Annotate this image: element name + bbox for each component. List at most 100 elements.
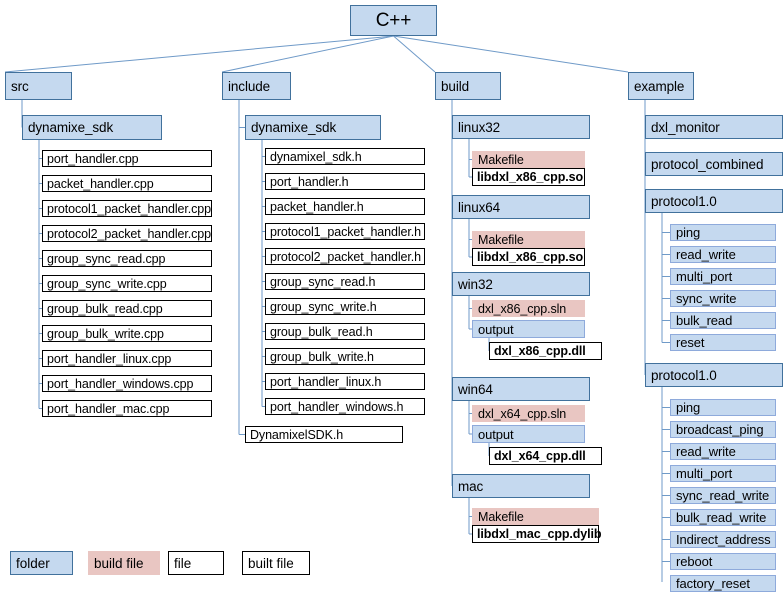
node-src-dynamixe-sdk[interactable]: dynamixe_sdk [22,115,162,140]
node-example-indirect-address[interactable]: Indirect_address [670,531,776,548]
node-example-read-write[interactable]: read_write [670,246,776,263]
node-build-makefile[interactable]: Makefile [472,151,585,168]
node-build-win64[interactable]: win64 [452,377,590,401]
node-build-dxl-x64-cpp-sln[interactable]: dxl_x64_cpp.sln [472,405,585,422]
node-label: dynamixe_sdk [28,120,114,135]
node-build-win32[interactable]: win32 [452,272,590,296]
node-example-protocol1-0[interactable]: protocol1.0 [645,363,783,387]
node-build-libdxl-x86-cpp-so[interactable]: libdxl_x86_cpp.so [472,168,585,186]
node-example-broadcast-ping[interactable]: broadcast_ping [670,421,776,438]
node-label: libdxl_x86_cpp.so [477,250,583,264]
node-include-port-handler-h[interactable]: port_handler.h [265,173,425,190]
node-src-group-sync-write-cpp[interactable]: group_sync_write.cpp [42,275,212,292]
node-example-dxl-monitor[interactable]: dxl_monitor [645,115,783,139]
node-include-port-handler-linux-h[interactable]: port_handler_linux.h [265,373,425,390]
node-example-read-write[interactable]: read_write [670,443,776,460]
node-build-linux64[interactable]: linux64 [452,195,590,219]
node-src-packet-handler-cpp[interactable]: packet_handler.cpp [42,175,212,192]
node-label: protocol2_packet_handler.cpp [47,226,211,241]
node-build-makefile[interactable]: Makefile [472,508,599,525]
node-build-dxl-x64-cpp-dll[interactable]: dxl_x64_cpp.dll [489,447,602,465]
branch-build[interactable]: build [435,72,501,100]
node-example-bulk-read-write[interactable]: bulk_read_write [670,509,776,526]
node-example-ping[interactable]: ping [670,399,776,416]
node-label: bulk_read_write [676,510,767,525]
node-label: Makefile [478,232,524,247]
node-label: linux32 [458,119,501,135]
node-include-dynamixel-sdk-h[interactable]: dynamixel_sdk.h [265,148,425,165]
node-example-multi-port[interactable]: multi_port [670,268,776,285]
node-example-protocol1-0[interactable]: protocol1.0 [645,189,783,213]
node-label: protocol_combined [651,156,764,172]
node-example-sync-read-write[interactable]: sync_read_write [670,487,776,504]
node-include-dynamixelsdk-h[interactable]: DynamixelSDK.h [245,426,403,443]
node-label: multi_port [676,466,733,481]
node-include-group-sync-write-h[interactable]: group_sync_write.h [265,298,425,315]
node-include-port-handler-windows-h[interactable]: port_handler_windows.h [265,398,425,415]
node-src-port-handler-mac-cpp[interactable]: port_handler_mac.cpp [42,400,212,417]
node-src-protocol1-packet-handler-cpp[interactable]: protocol1_packet_handler.cpp [42,200,212,217]
node-label: multi_port [676,269,733,284]
node-src-group-sync-read-cpp[interactable]: group_sync_read.cpp [42,250,212,267]
node-build-libdxl-x86-cpp-so[interactable]: libdxl_x86_cpp.so [472,248,585,266]
legend-file: file [168,551,224,575]
node-example-protocol-combined[interactable]: protocol_combined [645,152,783,176]
node-label: read_write [676,444,736,459]
node-include-packet-handler-h[interactable]: packet_handler.h [265,198,425,215]
node-example-reboot[interactable]: reboot [670,553,776,570]
node-label: output [478,321,514,337]
legend-label: build file [94,555,144,571]
node-label: protocol2_packet_handler.h [270,249,421,264]
node-label: protocol1_packet_handler.h [270,224,421,239]
node-label: dynamixel_sdk.h [270,149,362,164]
node-label: reboot [676,554,713,569]
node-build-makefile[interactable]: Makefile [472,231,585,248]
node-label: packet_handler.h [270,199,364,214]
root-label: C++ [375,9,412,31]
node-example-multi-port[interactable]: multi_port [670,465,776,482]
node-src-protocol2-packet-handler-cpp[interactable]: protocol2_packet_handler.cpp [42,225,212,242]
node-label: reset [676,335,705,350]
node-label: libdxl_mac_cpp.dylib [477,527,602,541]
node-label: build [441,78,470,94]
node-label: example [634,78,685,94]
node-build-dxl-x86-cpp-sln[interactable]: dxl_x86_cpp.sln [472,300,585,317]
node-label: src [11,78,29,94]
branch-src[interactable]: src [5,72,72,100]
node-build-mac[interactable]: mac [452,474,590,498]
node-include-group-sync-read-h[interactable]: group_sync_read.h [265,273,425,290]
node-include-protocol1-packet-handler-h[interactable]: protocol1_packet_handler.h [265,223,425,240]
root-node-cpp[interactable]: C++ [350,5,437,36]
branch-include[interactable]: include [222,72,291,100]
node-include-group-bulk-read-h[interactable]: group_bulk_read.h [265,323,425,340]
node-example-reset[interactable]: reset [670,334,776,351]
node-build-output[interactable]: output [472,425,585,443]
node-label: port_handler.h [270,174,349,189]
node-build-dxl-x86-cpp-dll[interactable]: dxl_x86_cpp.dll [489,342,602,360]
node-build-output[interactable]: output [472,320,585,338]
node-build-libdxl-mac-cpp-dylib[interactable]: libdxl_mac_cpp.dylib [472,525,602,543]
node-build-linux32[interactable]: linux32 [452,115,590,139]
node-src-group-bulk-write-cpp[interactable]: group_bulk_write.cpp [42,325,212,342]
legend-folder: folder [10,551,73,575]
node-example-factory-reset[interactable]: factory_reset [670,575,776,592]
node-src-port-handler-cpp[interactable]: port_handler.cpp [42,150,212,167]
legend-build-file: build file [88,551,160,575]
node-label: broadcast_ping [676,422,764,437]
node-label: group_sync_read.h [270,274,376,289]
node-include-group-bulk-write-h[interactable]: group_bulk_write.h [265,348,425,365]
node-include-dynamixe-sdk[interactable]: dynamixe_sdk [245,115,381,140]
node-label: dynamixe_sdk [251,120,337,135]
node-include-protocol2-packet-handler-h[interactable]: protocol2_packet_handler.h [265,248,425,265]
branch-example[interactable]: example [628,72,694,100]
node-label: group_sync_write.h [270,299,377,314]
node-example-bulk-read[interactable]: bulk_read [670,312,776,329]
node-example-ping[interactable]: ping [670,224,776,241]
node-label: dxl_x86_cpp.dll [494,344,586,358]
node-example-sync-write[interactable]: sync_write [670,290,776,307]
node-src-group-bulk-read-cpp[interactable]: group_bulk_read.cpp [42,300,212,317]
node-src-port-handler-linux-cpp[interactable]: port_handler_linux.cpp [42,350,212,367]
node-label: port_handler_mac.cpp [47,401,170,416]
node-src-port-handler-windows-cpp[interactable]: port_handler_windows.cpp [42,375,212,392]
